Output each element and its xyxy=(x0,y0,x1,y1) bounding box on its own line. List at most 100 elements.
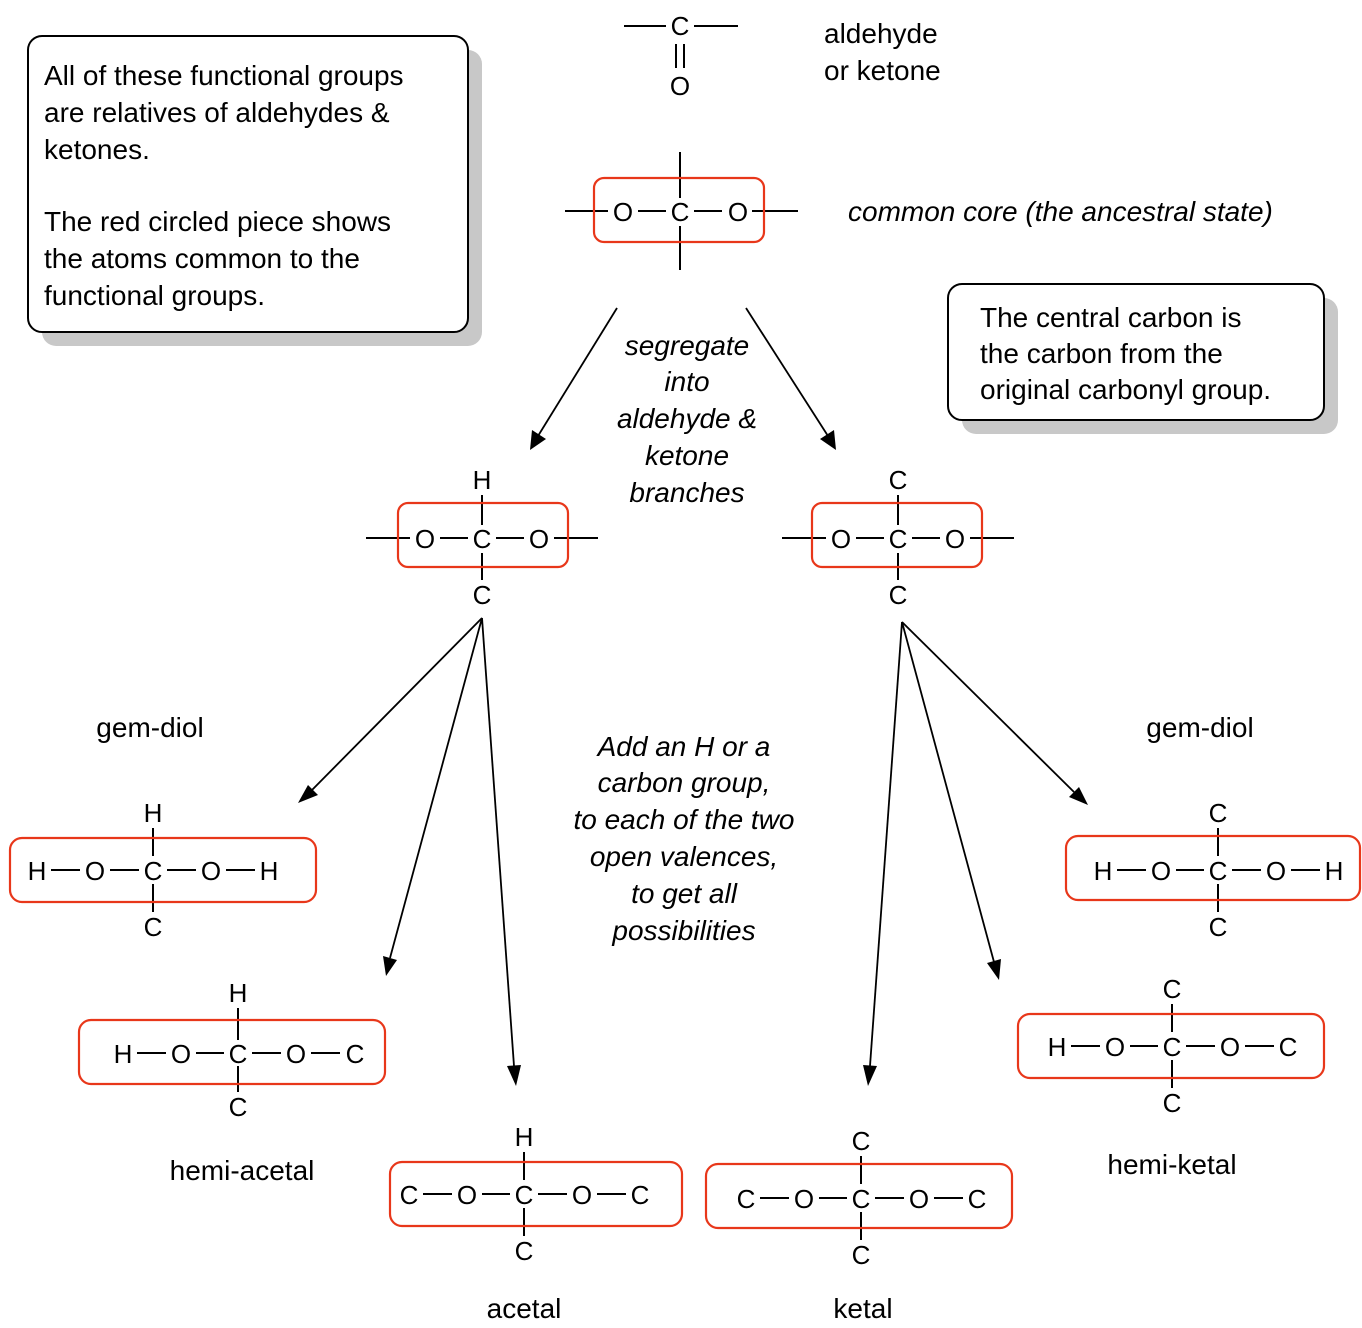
atom-c: C xyxy=(889,524,908,554)
atom-o: O xyxy=(1220,1032,1240,1062)
highlight-box xyxy=(592,176,766,244)
gem-diol-aldehyde-structure: H C H O C O H xyxy=(8,798,318,942)
carbonyl-structure: C O xyxy=(624,11,738,101)
add-h-line: open valences, xyxy=(590,841,778,872)
ketone-arrows xyxy=(863,621,1088,1086)
atom-c: C xyxy=(346,1039,365,1069)
highlight-box xyxy=(810,501,984,569)
arrowhead xyxy=(298,785,318,803)
atom-c: C xyxy=(852,1184,871,1214)
ketal-label: ketal xyxy=(833,1293,892,1324)
atom-c: C xyxy=(671,197,690,227)
atom-c: C xyxy=(515,1236,534,1266)
atom-c: C xyxy=(1163,1032,1182,1062)
intro-note-line: the atoms common to the xyxy=(44,243,360,274)
arrow-to-ketone-branch xyxy=(745,307,829,437)
atom-o: O xyxy=(1266,856,1286,886)
atom-o: O xyxy=(171,1039,191,1069)
branch-arrows xyxy=(530,307,836,450)
segregate-line: aldehyde & xyxy=(617,403,757,434)
intro-note-line: All of these functional groups xyxy=(44,60,404,91)
atom-o: O xyxy=(201,856,221,886)
atom-c: C xyxy=(852,1240,871,1270)
atom-o: O xyxy=(794,1184,814,1214)
atom-o: O xyxy=(1151,856,1171,886)
hemi-ketal-label: hemi-ketal xyxy=(1107,1149,1236,1180)
atom-h: H xyxy=(1094,856,1113,886)
hemi-acetal-structure: H C H O C O C xyxy=(77,978,387,1122)
acetal-label: acetal xyxy=(487,1293,562,1324)
central-carbon-note-line: The central carbon is xyxy=(980,302,1241,333)
atom-c: C xyxy=(631,1180,650,1210)
atom-c: C xyxy=(229,1039,248,1069)
atom-c: C xyxy=(1209,856,1228,886)
aldehyde-branch-structure: H C O C O xyxy=(366,465,598,610)
atom-o: O xyxy=(831,524,851,554)
atom-c: C xyxy=(400,1180,419,1210)
atom-c: C xyxy=(229,1092,248,1122)
ketal-structure: C C C O C O C xyxy=(704,1126,1014,1270)
add-h-line: to each of the two xyxy=(573,804,794,835)
intro-note-line: functional groups. xyxy=(44,280,265,311)
central-carbon-note-line: original carbonyl group. xyxy=(980,374,1271,405)
atom-o: O xyxy=(529,524,549,554)
atom-o: O xyxy=(85,856,105,886)
common-core-structure: O C O xyxy=(565,152,798,270)
atom-c: C xyxy=(473,580,492,610)
segregate-line: ketone xyxy=(645,440,729,471)
atom-c: C xyxy=(144,912,163,942)
atom-c: C xyxy=(144,856,163,886)
atom-o: O xyxy=(457,1180,477,1210)
atom-o: O xyxy=(286,1039,306,1069)
highlight-box xyxy=(77,1018,387,1086)
arrowhead xyxy=(987,959,1001,980)
add-h-line: carbon group, xyxy=(598,767,771,798)
arrowhead xyxy=(507,1065,521,1086)
atom-h: H xyxy=(1325,856,1344,886)
arrowhead xyxy=(820,430,836,450)
atom-c: C xyxy=(515,1180,534,1210)
atom-o: O xyxy=(1105,1032,1125,1062)
intro-note: All of these functional groups are relat… xyxy=(27,35,482,346)
aldehyde-label: aldehyde xyxy=(824,18,938,49)
atom-c: C xyxy=(737,1184,756,1214)
atom-o: O xyxy=(572,1180,592,1210)
atom-o: O xyxy=(670,71,690,101)
arrowhead xyxy=(383,956,397,976)
atom-c: C xyxy=(671,11,690,41)
atom-c: C xyxy=(968,1184,987,1214)
highlight-box xyxy=(1016,1012,1326,1080)
gem-diol-right-label: gem-diol xyxy=(1146,712,1253,743)
arrowhead xyxy=(530,430,546,450)
atom-h: H xyxy=(144,798,163,828)
atom-o: O xyxy=(909,1184,929,1214)
atom-c: C xyxy=(1209,798,1228,828)
atom-c: C xyxy=(852,1126,871,1156)
segregate-line: branches xyxy=(629,477,744,508)
highlight-box xyxy=(388,1160,684,1228)
add-h-caption: Add an H or a carbon group, to each of t… xyxy=(573,731,794,946)
atom-h: H xyxy=(515,1122,534,1152)
highlight-box xyxy=(8,836,318,904)
atom-c: C xyxy=(1279,1032,1298,1062)
highlight-box xyxy=(704,1162,1014,1230)
atom-o: O xyxy=(613,197,633,227)
gem-diol-ketone-structure: C C H O C O H xyxy=(1064,798,1362,942)
arrow-to-aldehyde-branch xyxy=(537,307,618,437)
intro-note-line: are relatives of aldehydes & xyxy=(44,97,390,128)
add-h-line: possibilities xyxy=(611,915,755,946)
atom-c: C xyxy=(1163,974,1182,1004)
segregate-line: segregate xyxy=(625,330,750,361)
ketone-label: or ketone xyxy=(824,55,941,86)
hemi-ketal-structure: C C H O C O C xyxy=(1016,974,1326,1118)
common-core-label: common core (the ancestral state) xyxy=(848,196,1273,227)
ketone-branch-structure: C C O C O xyxy=(782,465,1014,610)
gem-diol-left-label: gem-diol xyxy=(96,712,203,743)
atom-o: O xyxy=(945,524,965,554)
central-carbon-note: The central carbon is the carbon from th… xyxy=(947,283,1338,434)
atom-h: H xyxy=(114,1039,133,1069)
highlight-box xyxy=(396,501,570,569)
arrowhead xyxy=(1069,787,1088,805)
add-h-line: to get all xyxy=(631,878,738,909)
